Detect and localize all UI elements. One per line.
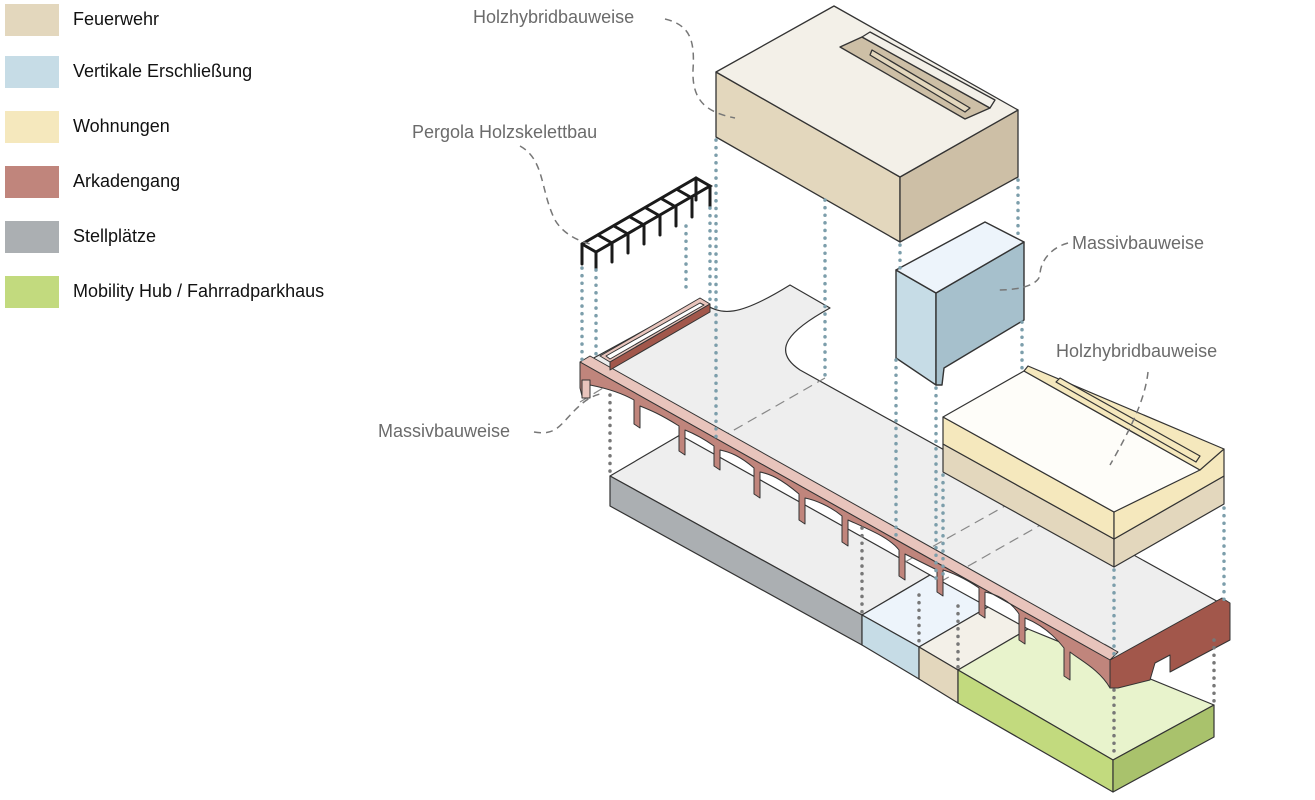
base-level	[609, 434, 1215, 793]
wohnungen-roof-rail-2	[1055, 377, 1201, 463]
arcade-beam	[579, 361, 1111, 689]
leader-massiv-left	[533, 393, 601, 434]
legend-label: Stellplätze	[73, 226, 157, 246]
stair-core	[895, 221, 1025, 386]
legend-item-stellplaetze: Stellplätze	[5, 221, 385, 259]
projection-lines-blue	[580, 138, 1226, 657]
annotation-holzhybridbauweise-right: Holzhybridbauweise	[1056, 341, 1217, 361]
legend-swatch-mobility-hub	[5, 276, 59, 308]
legend-label: Wohnungen	[73, 116, 170, 136]
legend-label: Vertikale Erschließung	[73, 61, 253, 81]
legend-label: Mobility Hub / Fahrradparkhaus	[73, 281, 325, 301]
leader-holzhybrid-right	[1109, 371, 1149, 466]
arcade	[579, 297, 1231, 689]
legend-label: Feuerwehr	[73, 9, 160, 29]
legend-item-feuerwehr: Feuerwehr	[5, 4, 385, 42]
feuerwehr-roof-step	[861, 31, 996, 109]
legend-swatch-arkadengang	[5, 166, 59, 198]
wohnungen-block	[942, 365, 1225, 568]
stair-top-face	[895, 221, 1025, 294]
legend-item-mobility-hub: Mobility Hub / Fahrradparkhaus	[5, 276, 385, 314]
annotation-massivbauweise-right: Massivbauweise	[1072, 233, 1204, 253]
annotation-top-holzhybridbauweise: Holzhybridbauweise	[473, 7, 634, 27]
legend-item-vertikale-erschliessung: Vertikale Erschließung	[5, 56, 385, 94]
hub-right	[1112, 704, 1215, 793]
arcade-end	[1109, 597, 1231, 689]
leader-pergola	[519, 145, 591, 245]
legend-label: Arkadengang	[73, 171, 181, 191]
legend-swatch-feuerwehr	[5, 4, 59, 36]
legend-swatch-stellplaetze	[5, 221, 59, 253]
projection-lines-grey	[608, 393, 1216, 760]
legend-item-wohnungen: Wohnungen	[5, 111, 385, 149]
feuerwehr-block	[715, 5, 1019, 243]
feuerwehr-roof-rail	[869, 49, 971, 113]
legend-swatch-wohnungen	[5, 111, 59, 143]
feuerwehr-top-face	[715, 5, 1019, 178]
arcade-planter-side	[609, 303, 711, 371]
pergola	[580, 176, 714, 270]
annotation-pergola-holzskelettbau: Pergola Holzskelettbau	[412, 122, 597, 142]
leader-top-holzhybrid	[664, 18, 736, 119]
leader-massiv-right	[997, 242, 1069, 291]
annotation-leaders	[519, 18, 1149, 466]
slab-surface	[589, 284, 1223, 663]
legend-item-arkadengang: Arkadengang	[5, 166, 385, 204]
legend-swatch-vertikale-erschliessung	[5, 56, 59, 88]
annotation-massivbauweise-left: Massivbauweise	[378, 421, 510, 441]
arcade-corner-post	[581, 379, 591, 399]
arcade-planter-inner	[605, 302, 705, 360]
